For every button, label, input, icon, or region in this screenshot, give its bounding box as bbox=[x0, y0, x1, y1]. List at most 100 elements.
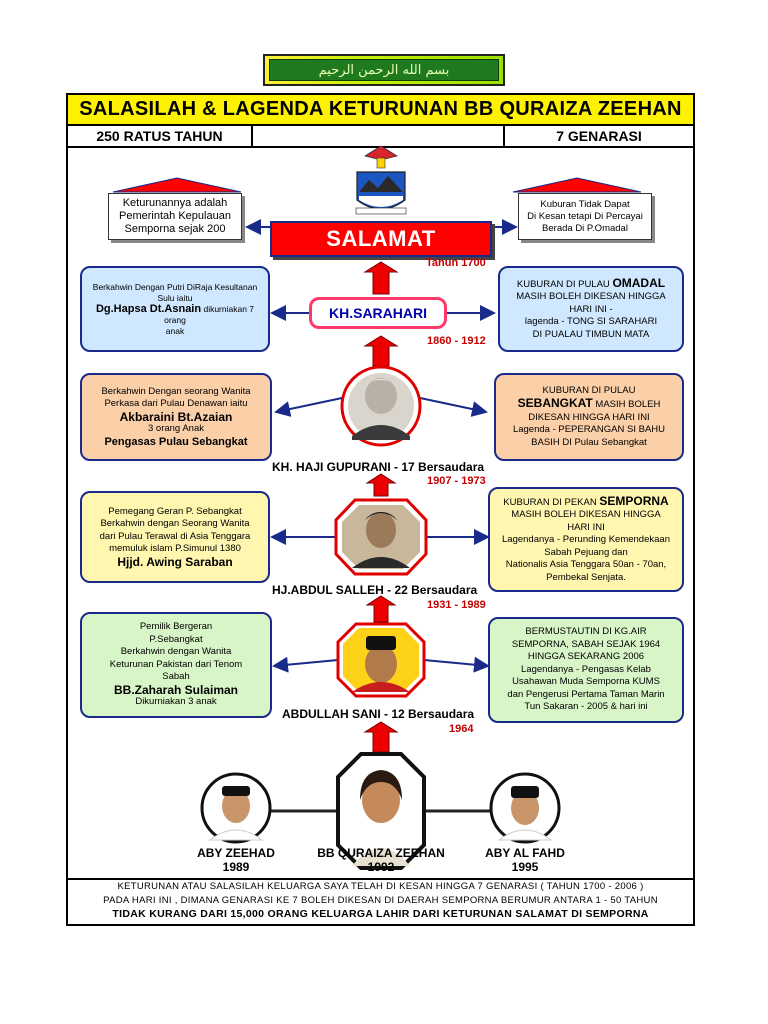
child-name-right: ABY AL FAHD bbox=[485, 846, 565, 860]
info-line: Lagendanya - Perunding Kemendekaan bbox=[502, 534, 670, 546]
place-name: OMADAL bbox=[612, 275, 666, 290]
footer-line-1: KETURUNAN ATAU SALASILAH KELUARGA SAYA T… bbox=[117, 881, 644, 892]
portrait-aby-zeehad bbox=[200, 772, 272, 844]
footer-line-3: TIDAK KURANG DARI 15,000 ORANG KELUARGA … bbox=[112, 908, 649, 920]
note-line: Pemerintah Kepulauan bbox=[119, 210, 231, 222]
page-title: SALASILAH & LAGENDA KETURUNAN BB QURAIZA… bbox=[68, 95, 693, 126]
child-year-center: 1992 bbox=[367, 860, 395, 874]
spouse-name: Hjjd. Awing Saraban bbox=[117, 554, 233, 569]
info-line: Lagenda - PEPERANGAN SI BAHU bbox=[512, 424, 666, 436]
note-line: Keturunannya adalah bbox=[122, 197, 228, 209]
gen4-grave-box: KUBURAN DI PEKAN SEMPORNA MASIH BOLEH DI… bbox=[488, 487, 684, 592]
info-line: BERMUSTAUTIN DI KG.AIR bbox=[525, 626, 647, 638]
portrait-abdul-salleh bbox=[334, 498, 428, 576]
info-line: anak bbox=[165, 325, 185, 336]
info-line: Lagendanya - Pengasas Kelab bbox=[521, 663, 651, 675]
gen2-grave-box: KUBURAN DI PULAU OMADAL MASIH BOLEH DIKE… bbox=[498, 266, 684, 352]
info-line: KUBURAN DI PULAU OMADAL bbox=[517, 277, 665, 292]
gen2-spouse-box: Berkahwin Dengan Putri DiRaja Kesultanan… bbox=[80, 266, 270, 352]
info-line: MASIH BOLEH DIKESAN HINGGA bbox=[516, 291, 666, 303]
info-line: Usahawan Muda Semporna KUMS bbox=[512, 676, 660, 688]
up-arrows bbox=[363, 261, 399, 753]
up-arrow-icon bbox=[365, 595, 397, 623]
info-line: HARI INI - bbox=[569, 303, 613, 315]
info-line: Nationalis Asia Tenggara 50an - 70an, bbox=[505, 559, 667, 571]
note-line: Semporna sejak 200 bbox=[124, 223, 226, 235]
top-left-note: Keturunannya adalah Pemerintah Kepulauan… bbox=[108, 193, 242, 240]
gen4-spouse-box: Pemegang Geran P. Sebangkat Berkahwin de… bbox=[80, 491, 270, 583]
info-line: Dg.Hapsa Dt.Asnain dikurniakan 7 orang bbox=[88, 302, 262, 326]
info-line: dan Pengerusi Pertama Taman Marin bbox=[507, 688, 665, 700]
info-line: dari Pulau Terawal di Asia Tenggara bbox=[99, 530, 251, 542]
info-line: Berkahwin Dengan Putri DiRaja Kesultanan bbox=[92, 281, 258, 292]
info-line: memuluk islam P.Simunul 1380 bbox=[109, 543, 241, 555]
footer-line-2: PADA HARI INI , DIMANA GENARASI KE 7 BOL… bbox=[103, 895, 658, 906]
info-tail: dikurniakan 7 orang bbox=[164, 303, 255, 325]
gen5-spouse-box: Pemilik Bergeran P.Sebangkat Berkahwin d… bbox=[80, 612, 272, 718]
info-text: MASIH BOLEH bbox=[595, 399, 661, 411]
info-line: Pengasas Pulau Sebangkat bbox=[104, 435, 248, 448]
subheader-generations: 7 GENARASI bbox=[505, 126, 693, 148]
info-line: P.Sebangkat bbox=[149, 633, 203, 645]
footer-divider bbox=[68, 878, 693, 880]
portrait-abdullah-sani bbox=[336, 622, 426, 698]
portrait-gupurani bbox=[340, 365, 422, 447]
info-line: Sabah bbox=[162, 671, 190, 683]
info-line: Berkahwin dengan Wanita bbox=[120, 646, 232, 658]
place-name: SEBANGKAT bbox=[517, 396, 593, 411]
spouse-name: Dg.Hapsa Dt.Asnain bbox=[95, 302, 202, 315]
info-line: Sulu iaitu bbox=[157, 292, 193, 303]
info-line: KUBURAN DI PULAU bbox=[542, 384, 636, 396]
info-line: Tun Sakaran - 2005 & hari ini bbox=[524, 701, 648, 713]
info-line: DIKESAN HINGGA HARI INI bbox=[528, 411, 650, 423]
child-name-left: ABY ZEEHAD bbox=[197, 846, 275, 860]
info-line: Sabah Pejuang dan bbox=[544, 546, 628, 558]
place-name: SEMPORNA bbox=[599, 493, 669, 508]
roof-right-icon bbox=[512, 177, 642, 193]
info-line: HARI INI bbox=[567, 521, 605, 533]
up-arrow-icon bbox=[363, 721, 399, 753]
info-line: Pemegang Geran P. Sebangkat bbox=[108, 505, 242, 517]
info-line: MASIH BOLEH DIKESAN HINGGA bbox=[511, 509, 661, 521]
gen5-residence-box: BERMUSTAUTIN DI KG.AIR SEMPORNA, SABAH S… bbox=[488, 617, 684, 723]
info-text: KUBURAN DI PULAU bbox=[516, 278, 610, 290]
child-year-left: 1989 bbox=[222, 860, 250, 874]
note-line: Berada Di P.Omadal bbox=[542, 222, 628, 234]
child-year-right: 1995 bbox=[511, 860, 539, 874]
top-right-note: Kuburan Tidak Dapat Di Kesan tetapi Di P… bbox=[518, 193, 652, 240]
info-line: Dikurniakan 3 anak bbox=[135, 696, 217, 708]
gen5-years: 1964 bbox=[449, 723, 474, 735]
note-line: Kuburan Tidak Dapat bbox=[540, 198, 630, 210]
subheader-years: 250 RATUS TAHUN bbox=[68, 126, 253, 148]
info-line: Pembekal Senjata. bbox=[546, 571, 626, 583]
info-line: lagenda - TONG SI SARAHARI bbox=[524, 316, 658, 328]
info-line: Berkahwin dengan Seorang Wanita bbox=[100, 518, 250, 530]
spouse-name: Akbaraini Bt.Azaian bbox=[119, 409, 233, 424]
roof-left-icon bbox=[112, 177, 242, 193]
ancestor-salamat: SALAMAT bbox=[270, 221, 492, 257]
info-line: SEBANGKAT MASIH BOLEH bbox=[518, 397, 661, 412]
info-line: Perkasa dari Pulau Denawan iaitu bbox=[104, 398, 248, 410]
info-text: KUBURAN DI PEKAN bbox=[503, 496, 597, 508]
child-name-center: BB QURAIZA ZEEHAN bbox=[317, 846, 445, 860]
up-arrow-icon bbox=[365, 473, 397, 497]
basmala-text: بسم الله الرحمن الرحيم bbox=[269, 59, 499, 81]
up-arrow-icon bbox=[363, 335, 399, 367]
portrait-aby-al-fahd bbox=[489, 772, 561, 844]
gen2-name-box: KH.SARAHARI bbox=[309, 297, 447, 329]
info-line: Berkahwin Dengan seorang Wanita bbox=[101, 385, 251, 397]
portrait-quraiza bbox=[336, 752, 426, 870]
calligraphy-banner: بسم الله الرحمن الرحيم bbox=[263, 54, 505, 86]
gen3-spouse-box: Berkahwin Dengan seorang Wanita Perkasa … bbox=[80, 373, 272, 461]
gen3-years: 1907 - 1973 bbox=[427, 475, 486, 487]
gen4-years: 1931 - 1989 bbox=[427, 599, 486, 611]
info-line: KUBURAN DI PEKAN SEMPORNA bbox=[503, 495, 668, 510]
gen3-caption: KH. HAJI GUPURANI - 17 Bersaudara bbox=[272, 460, 485, 474]
sabah-crest-icon bbox=[355, 145, 407, 215]
note-line: Di Kesan tetapi Di Percayai bbox=[527, 210, 643, 222]
up-arrow-icon bbox=[363, 261, 399, 295]
gen5-caption: ABDULLAH SANI - 12 Bersaudara bbox=[282, 707, 475, 721]
gen2-years: 1860 - 1912 bbox=[427, 335, 486, 347]
gen3-grave-box: KUBURAN DI PULAU SEBANGKAT MASIH BOLEH D… bbox=[494, 373, 684, 461]
